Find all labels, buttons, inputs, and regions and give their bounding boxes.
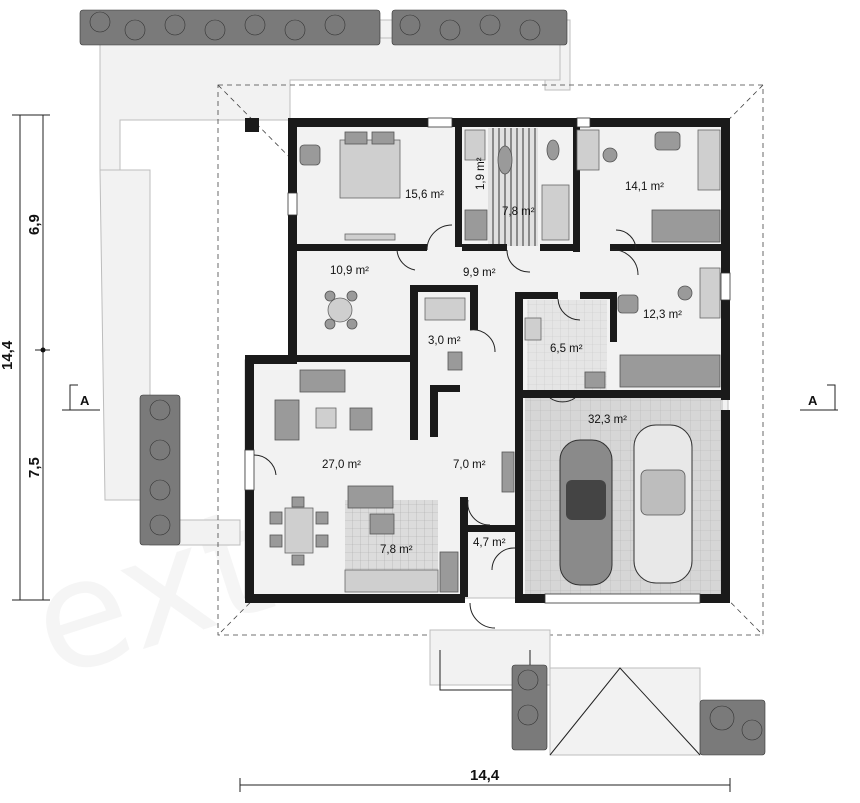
- chair-mid-right: [677, 285, 693, 301]
- round-table: [327, 297, 353, 323]
- pillow-left: [344, 131, 368, 145]
- dim-total-vertical: 14,4: [0, 340, 16, 370]
- area-shower-room: 3,0 m²: [428, 335, 461, 347]
- hob: [369, 513, 395, 535]
- toilet: [447, 351, 463, 371]
- desk-top: [576, 129, 600, 171]
- chimney: [245, 118, 259, 132]
- section-mark-right: A: [808, 393, 818, 408]
- driveway: [549, 667, 701, 756]
- windows: [244, 117, 731, 604]
- planter-icon: [79, 9, 766, 756]
- bathtub: [541, 184, 570, 241]
- dim-total-horizontal: 14,4: [470, 767, 500, 784]
- arrow-icon: [62, 384, 838, 411]
- kitchen-counter: [344, 569, 439, 593]
- armchair-living: [349, 407, 373, 431]
- washing-machine: [524, 317, 542, 341]
- area-garage: 32,3 m²: [588, 414, 627, 426]
- section-mark-left: A: [80, 393, 90, 408]
- wc-fixture: [464, 129, 486, 161]
- fridge: [439, 551, 459, 593]
- car-icon: [559, 424, 693, 586]
- bathroom-floor: [488, 128, 538, 246]
- desk-chair: [602, 147, 618, 163]
- kitchen-island: [347, 485, 394, 509]
- dimension-lines: [12, 114, 731, 792]
- driveway-ridge: [549, 667, 701, 756]
- roof-outline: [217, 84, 764, 636]
- dining-table: [284, 507, 314, 554]
- sink-1: [497, 145, 513, 175]
- area-utility: 6,5 m²: [550, 343, 583, 355]
- armchair-mid-right: [617, 294, 639, 314]
- boiler: [584, 371, 606, 389]
- sofa: [299, 369, 346, 393]
- wardrobe: [344, 233, 396, 241]
- pillow-right: [371, 131, 395, 145]
- sink-2: [546, 139, 560, 161]
- bed: [339, 139, 401, 199]
- garage-floor: [525, 398, 723, 598]
- area-living: 27,0 m²: [322, 459, 361, 471]
- shower: [424, 297, 466, 321]
- shower-tray: [464, 209, 488, 241]
- armchair-top-right: [654, 131, 681, 151]
- coffee-table: [315, 407, 337, 429]
- walls: [245, 118, 730, 603]
- area-dining-nook: 10,9 m²: [330, 265, 369, 277]
- sofa-bed-top-right: [651, 209, 721, 243]
- area-corridor: 7,0 m²: [453, 459, 486, 471]
- desk-mid-right: [699, 267, 721, 319]
- area-hall: 9,9 m²: [463, 267, 496, 279]
- area-vestibule: 4,7 m²: [473, 537, 506, 549]
- bed-mid-right: [619, 354, 721, 388]
- shelf-top-right: [697, 129, 721, 191]
- doors: [253, 224, 639, 629]
- kitchen-floor: [345, 500, 438, 570]
- area-room-mid-right: 12,3 m²: [643, 309, 682, 321]
- sofa-side: [274, 399, 300, 441]
- dim-upper-vertical: 6,9: [26, 214, 43, 235]
- dim-lower-vertical: 7,5: [26, 457, 43, 478]
- wardrobe-corridor: [501, 451, 515, 493]
- area-bathroom: 7,8 m²: [502, 206, 535, 218]
- area-kitchen: 7,8 m²: [380, 544, 413, 556]
- armchair: [299, 144, 321, 166]
- area-room-top-right: 14,1 m²: [625, 181, 664, 193]
- area-wc: 1,9 m²: [475, 157, 487, 190]
- area-bedroom: 15,6 m²: [405, 189, 444, 201]
